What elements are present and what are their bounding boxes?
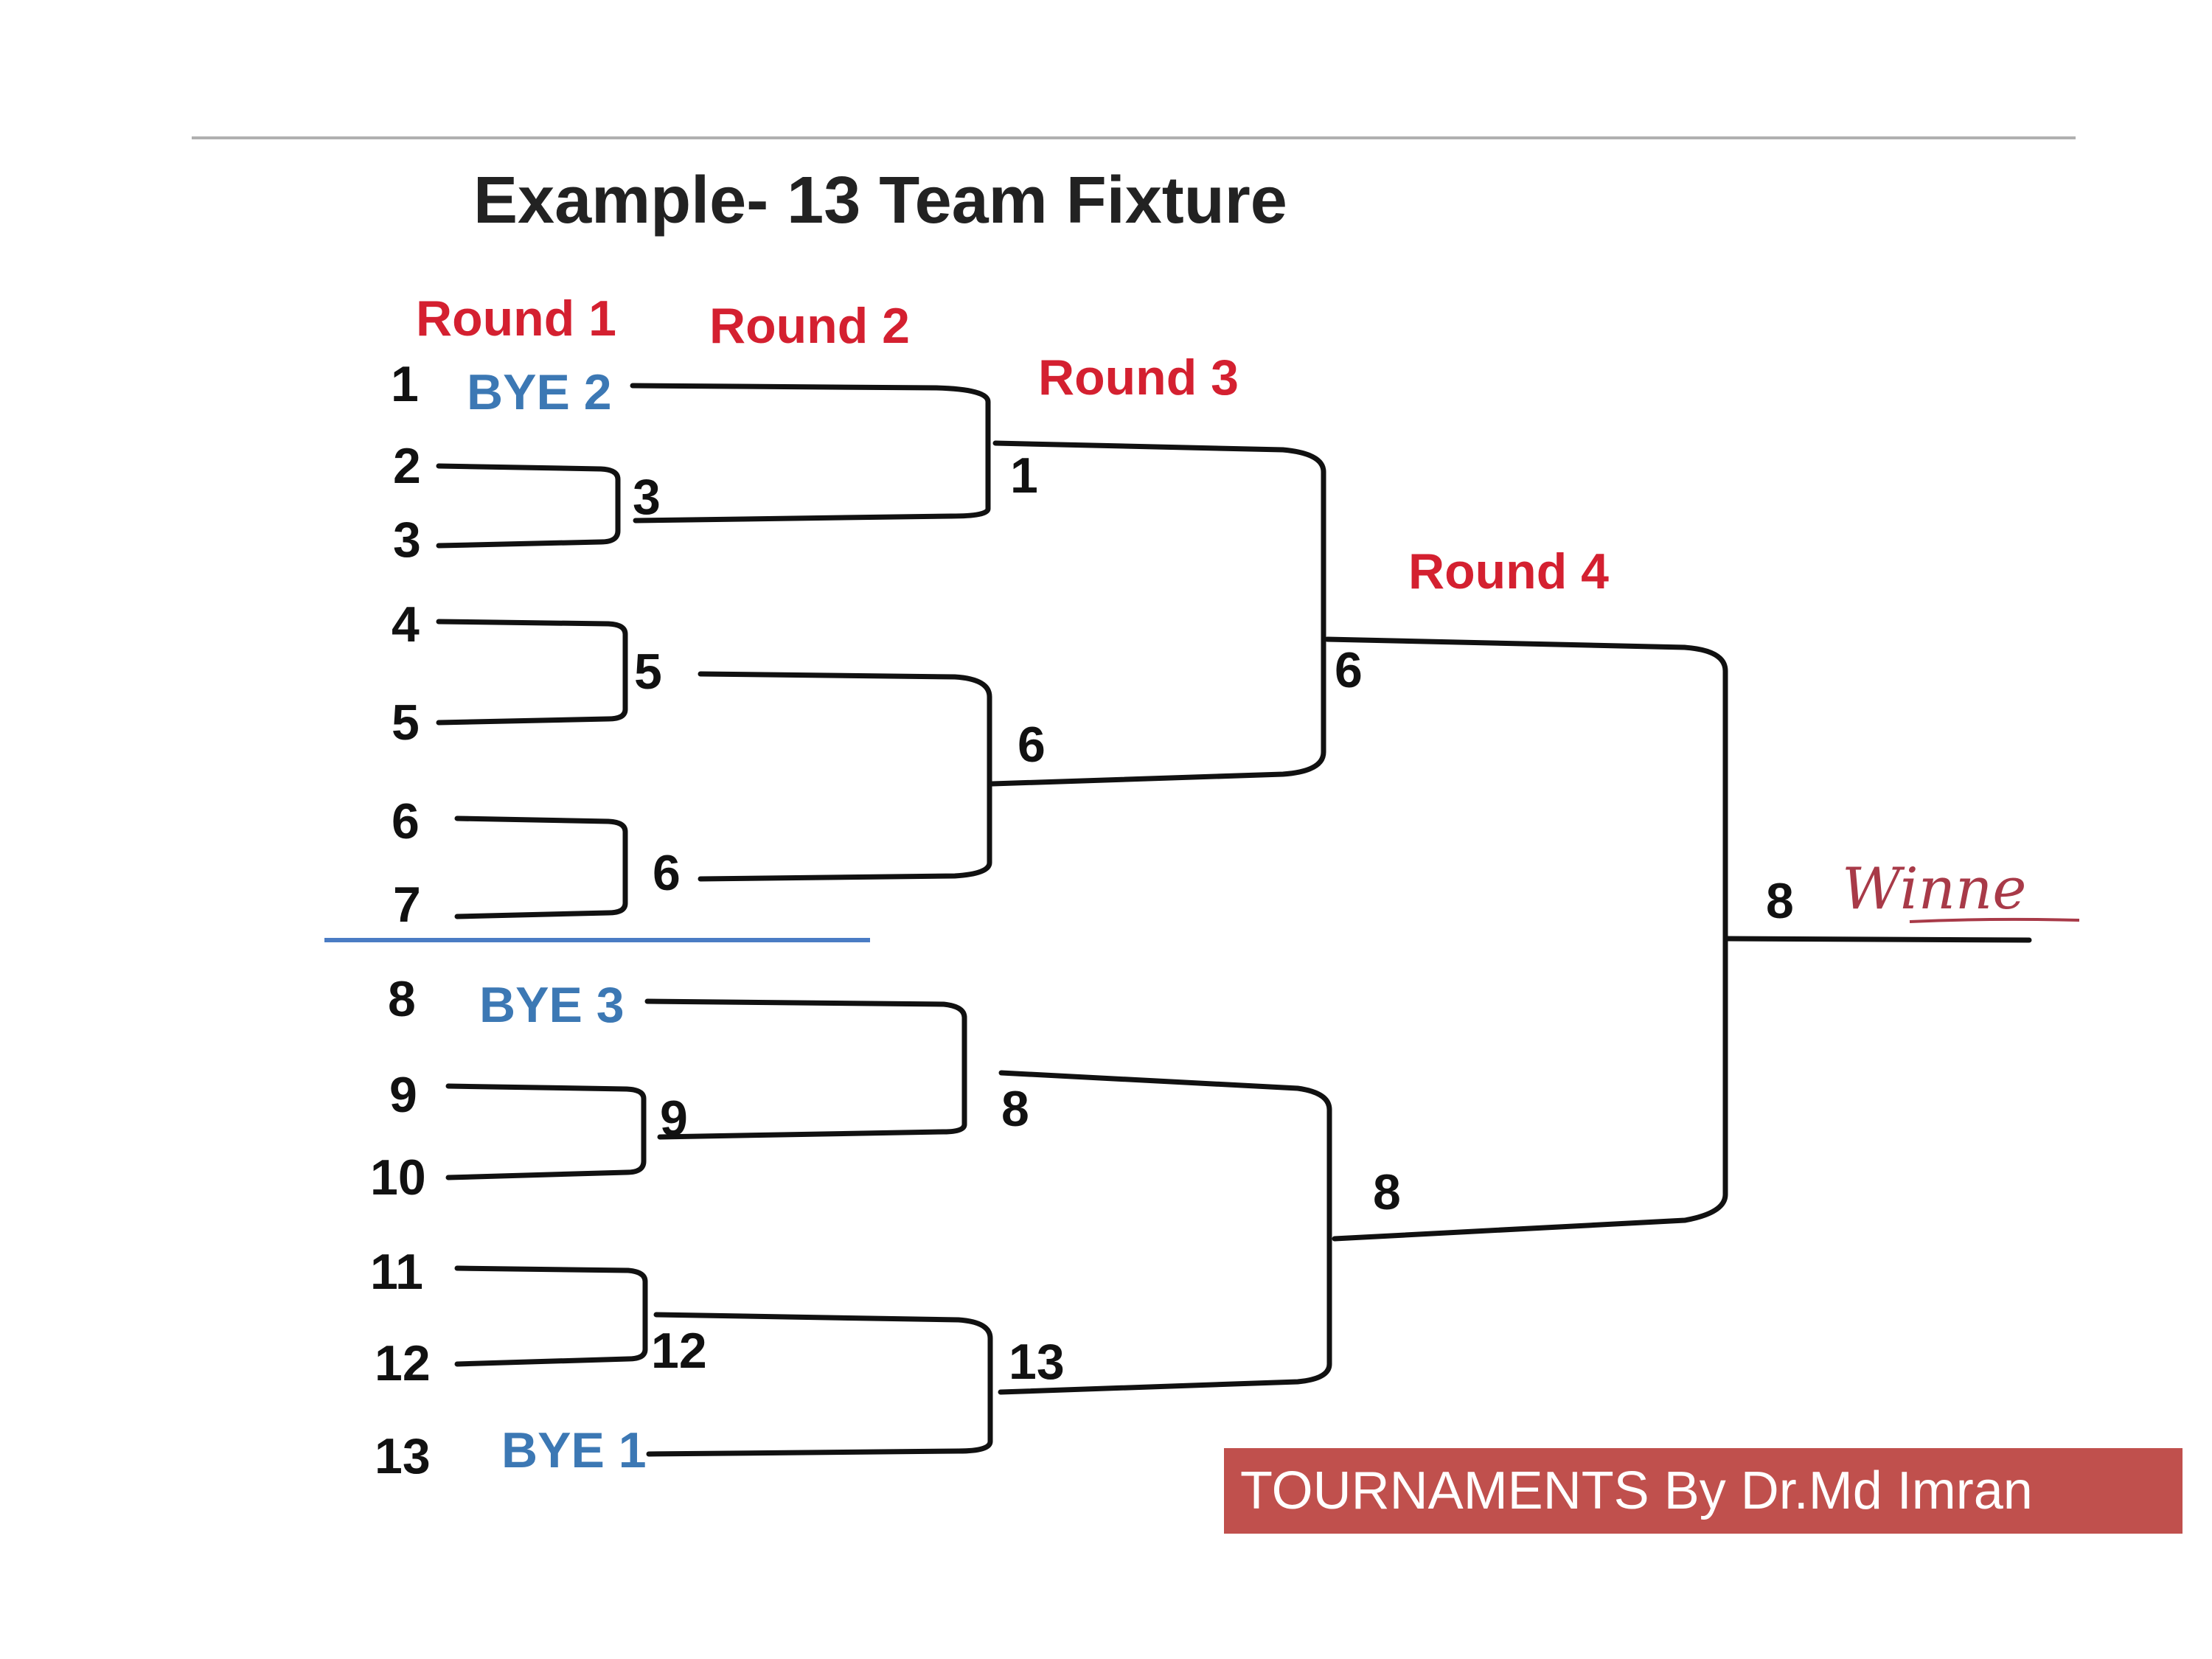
round-3-label: Round 3 [1038, 349, 1239, 406]
footer-text: TOURNAMENTS By Dr.Md Imran [1240, 1461, 2033, 1520]
final-line [1724, 936, 2032, 943]
team-5: 5 [392, 695, 420, 751]
team-13: 13 [375, 1428, 431, 1484]
bye-1: BYE 1 [501, 1422, 647, 1478]
team-7: 7 [393, 877, 421, 933]
round-4-upper-feed [1324, 636, 1728, 1242]
round-2-winner-12: 12 [651, 1323, 707, 1379]
team-8: 8 [388, 971, 416, 1027]
round-3-winner-6: 6 [1018, 717, 1046, 773]
bye-3: BYE 3 [479, 977, 625, 1033]
round-4-label: Round 4 [1408, 543, 1609, 599]
match-9-10-bracket [445, 1083, 647, 1180]
match-11-12-bracket [454, 1265, 648, 1367]
bye-2-line [630, 383, 991, 524]
winner-underline [1909, 917, 2080, 923]
round-2-label: Round 2 [709, 298, 910, 354]
bye-3-line [644, 998, 967, 1140]
round-3-lower-bracket [998, 1070, 1332, 1395]
round-2-winner-5: 5 [634, 644, 662, 700]
round-2-12-bracket [646, 1312, 993, 1457]
team-4: 4 [392, 597, 420, 653]
team-11: 11 [370, 1244, 423, 1300]
team-1: 1 [391, 356, 419, 412]
team-3: 3 [393, 512, 421, 568]
match-4-5-bracket [436, 619, 628, 726]
round-4-winner-8: 8 [1373, 1164, 1401, 1220]
round-3-winner-1: 1 [1010, 448, 1038, 504]
round-2-winner-9: 9 [660, 1091, 688, 1147]
team-10: 10 [370, 1150, 426, 1206]
round-3-winner-8: 8 [1001, 1081, 1029, 1137]
round-2-winner-6: 6 [653, 845, 681, 901]
round-2-lower-bracket [698, 671, 992, 882]
round-3-winner-13: 13 [1009, 1334, 1065, 1390]
team-6: 6 [392, 793, 420, 849]
round-2-winner-3: 3 [633, 469, 661, 525]
final-winner: 8 [1766, 873, 1794, 929]
round-3-upper-bracket [990, 440, 1326, 787]
team-12: 12 [375, 1335, 431, 1391]
page-title: Example- 13 Team Fixture [473, 164, 1287, 237]
match-6-7-bracket [454, 815, 628, 919]
bye-2: BYE 2 [467, 364, 612, 420]
winner-label: Winne [1842, 856, 2026, 922]
team-9: 9 [389, 1067, 417, 1123]
footer-banner: TOURNAMENTS By Dr.Md Imran [1224, 1448, 2183, 1534]
team-2: 2 [393, 438, 421, 494]
round-1-label: Round 1 [416, 291, 616, 347]
round-4-winner-6: 6 [1335, 642, 1363, 698]
match-2-3-bracket [436, 463, 621, 549]
